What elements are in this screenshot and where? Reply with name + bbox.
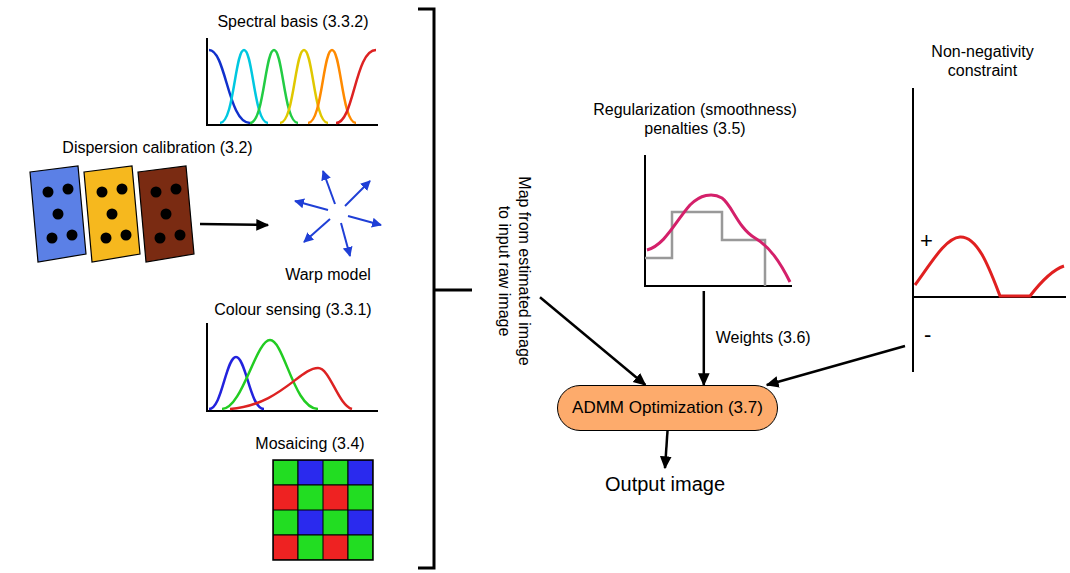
figure-node: Warp model (268, 165, 388, 289)
figure-node: Output image (590, 468, 740, 500)
figure-node: Regularization (smoothness) penalties (3… (560, 96, 830, 292)
sensitivity-curve (209, 357, 264, 409)
colour-sensing-plot (207, 323, 378, 411)
basis-curve (336, 50, 376, 123)
bracket (418, 9, 472, 568)
non-negativity-plot (913, 88, 1066, 372)
figure-node: Dispersion calibration (3.2) (5, 136, 310, 266)
spectral-basis-plot (207, 38, 378, 125)
figure-node: Spectral basis (3.3.2) (178, 8, 408, 130)
node-heading: Mosaicing (3.4) (235, 434, 385, 453)
node-heading: Map from estimated image to input raw im… (494, 173, 534, 369)
node-heading: Spectral basis (3.3.2) (178, 12, 408, 31)
plot-axes (207, 38, 378, 125)
process-box: ADMM Optimization (3.7) (557, 385, 778, 431)
clipped-signal (915, 237, 1064, 296)
flow-arrow (200, 224, 268, 225)
flow-arrow (703, 291, 706, 385)
flow-arrow (767, 346, 905, 385)
figure-area (645, 155, 792, 291)
axis-sign: - (924, 322, 931, 348)
flow-arrow (665, 431, 667, 468)
node-heading: Dispersion calibration (3.2) (5, 138, 310, 157)
edge-label: Weights (3.6) (714, 328, 813, 347)
figure-area (27, 164, 200, 264)
target-panel (30, 166, 86, 262)
plot-axes (207, 323, 378, 411)
plot-axes (913, 88, 1066, 372)
regularization-plot (645, 155, 792, 286)
figure-area (273, 460, 375, 562)
calibration-targets (30, 166, 194, 262)
basis-curve (308, 50, 356, 123)
node-heading: Regularization (smoothness) penalties (3… (560, 100, 830, 138)
figure-area (268, 168, 386, 263)
plot-axes (645, 155, 792, 286)
basis-curve (220, 50, 268, 123)
bayer-mosaic (273, 460, 373, 560)
flow-arrow (540, 297, 645, 385)
figure-node: Mosaicing (3.4) (235, 432, 385, 568)
warp-arrows (295, 171, 381, 256)
figure-node: Colour sensing (3.3.1) (178, 298, 408, 416)
node-heading: Non-negativity constraint (900, 42, 1065, 80)
figure-node: Map from estimated image to input raw im… (488, 140, 540, 402)
node-heading: Output image (605, 472, 725, 496)
smooth-signal (647, 195, 790, 282)
axis-sign: + (920, 228, 933, 254)
target-panel (84, 166, 140, 262)
node-heading: Warp model (268, 265, 388, 284)
node-heading: Colour sensing (3.3.1) (178, 300, 408, 319)
step-signal (645, 212, 765, 286)
target-panel (138, 166, 194, 262)
figure-area (205, 38, 378, 128)
sensitivity-curve (230, 368, 352, 409)
figure-area (205, 322, 378, 412)
box-label: ADMM Optimization (3.7) (572, 398, 763, 418)
basis-curve (250, 50, 298, 123)
target-dots (43, 184, 186, 244)
